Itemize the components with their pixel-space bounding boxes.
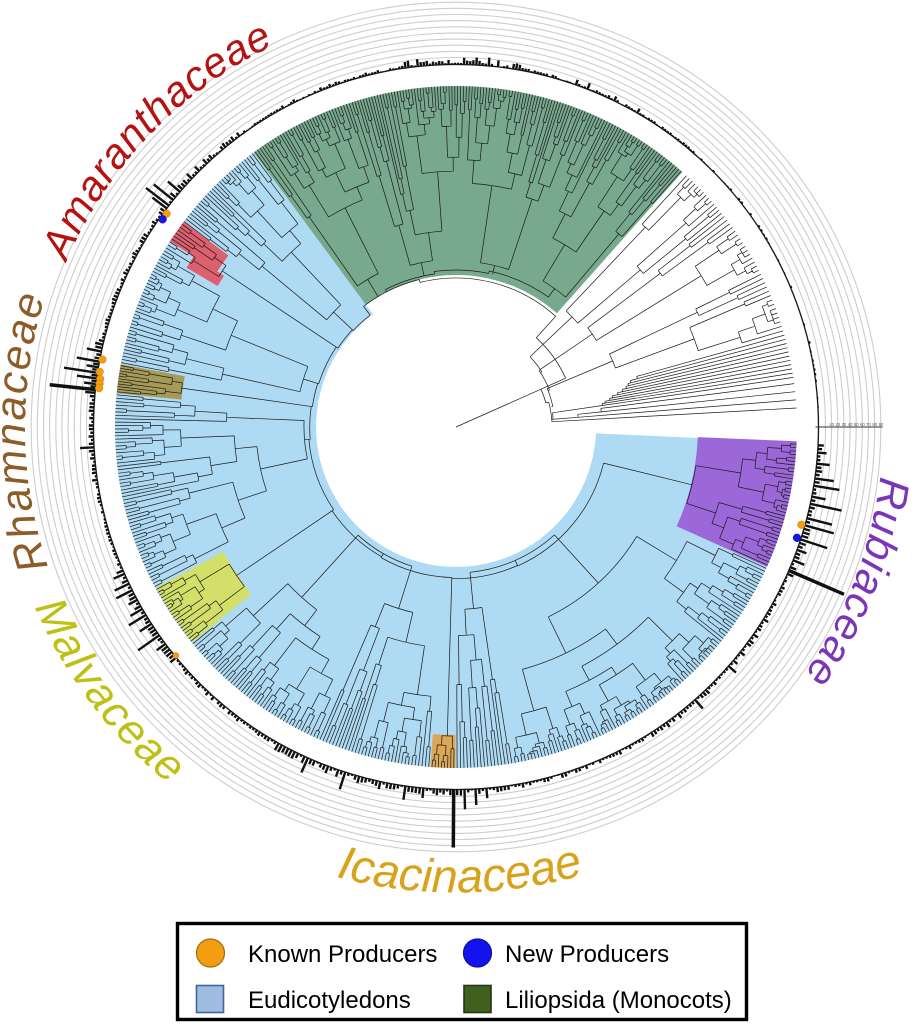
svg-text:60: 60 xyxy=(860,422,865,427)
svg-text:50: 50 xyxy=(854,422,859,427)
svg-text:70: 70 xyxy=(866,422,871,427)
svg-text:90: 90 xyxy=(879,422,884,427)
svg-text:Liliopsida (Monocots): Liliopsida (Monocots) xyxy=(505,987,732,1014)
svg-text:30: 30 xyxy=(842,422,847,427)
svg-text:New Producers: New Producers xyxy=(505,941,669,968)
svg-text:80: 80 xyxy=(872,422,877,427)
svg-text:Known Producers: Known Producers xyxy=(248,941,437,968)
svg-text:40: 40 xyxy=(848,422,853,427)
svg-text:Eudicotyledons: Eudicotyledons xyxy=(248,987,411,1014)
svg-text:20: 20 xyxy=(835,422,840,427)
svg-text:10: 10 xyxy=(829,422,834,427)
